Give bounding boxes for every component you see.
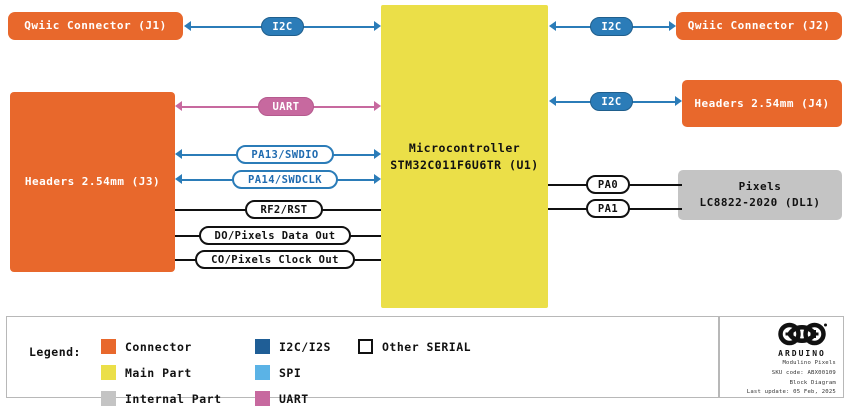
legend-item-spi: SPI (255, 365, 301, 380)
pixels-label-line1: Pixels (738, 180, 782, 194)
signal-pill-pa0: PA0 (586, 175, 630, 194)
legend-swatch-main-part (101, 365, 116, 380)
signal-pill-i2c-j4: I2C (590, 92, 633, 111)
arrow-right-swdclk (374, 174, 381, 184)
mcu-label-line2: STM32C011F6U6TR (U1) (390, 157, 539, 172)
legend-title: Legend: (29, 345, 81, 359)
legend-label: UART (279, 391, 309, 406)
block-label: Headers 2.54mm (J4) (694, 96, 830, 110)
legend-item-uart: UART (255, 391, 309, 406)
info-product: Modulino Pixels (782, 360, 836, 366)
block-label: Qwiic Connector (J1) (24, 19, 167, 33)
legend-item-main-part: Main Part (101, 365, 192, 380)
legend-item-internal-part: Internal Part (101, 391, 222, 406)
arrow-left-i2c-j2 (549, 21, 556, 31)
info-sku: SKU code: ABX00109 (771, 369, 836, 376)
arrow-left-swdio (175, 149, 182, 159)
arrow-left-i2c-j1 (184, 21, 191, 31)
legend-swatch-connector (101, 339, 116, 354)
legend-label: Internal Part (125, 391, 222, 406)
block-pixels-dl1: Pixels LC8822-2020 (DL1) (678, 170, 842, 220)
mcu-label-line1: Microcontroller (408, 141, 521, 155)
legend-swatch-uart (255, 391, 270, 406)
legend-item-other-serial: Other SERIAL (358, 339, 471, 354)
signal-label: I2C (601, 20, 622, 33)
block-label: Headers 2.54mm (J3) (24, 175, 161, 189)
legend-swatch-other-serial (358, 339, 373, 354)
info-doc-type: Block Diagram (789, 379, 836, 386)
signal-label: PA0 (597, 178, 619, 191)
signal-label: RF2/RST (260, 203, 308, 216)
block-headers-j3: Headers 2.54mm (J3) (10, 92, 175, 272)
arrow-left-swdclk (175, 174, 182, 184)
info-last-update: Last update: 05 Feb, 2025 (746, 389, 836, 396)
arrow-left-i2c-j4 (549, 96, 556, 106)
signal-pill-data-out: DO/Pixels Data Out (199, 226, 351, 245)
arrow-left-uart (175, 101, 182, 111)
signal-pill-swdio: PA13/SWDIO (236, 145, 334, 164)
signal-pill-clock-out: CO/Pixels Clock Out (195, 250, 355, 269)
arduino-infinity-icon (778, 322, 827, 346)
signal-label: I2C (601, 95, 622, 108)
arduino-logo: ARDUINO (769, 322, 835, 358)
signal-pill-reset: RF2/RST (245, 200, 323, 219)
block-headers-j4: Headers 2.54mm (J4) (682, 80, 842, 127)
legend-item-i2c-i2s: I2C/I2S (255, 339, 331, 354)
legend-label: Main Part (125, 365, 192, 380)
legend-swatch-spi (255, 365, 270, 380)
legend-panel: Legend: Connector Main Part Internal Par… (6, 316, 719, 406)
block-qwiic-connector-j2: Qwiic Connector (J2) (676, 12, 842, 40)
legend-item-connector: Connector (101, 339, 192, 354)
signal-pill-uart: UART (258, 97, 314, 116)
signal-label: PA14/SWDCLK (248, 173, 322, 186)
info-meta: Modulino Pixels SKU code: ABX00109 Block… (747, 359, 836, 398)
block-label: Qwiic Connector (J2) (687, 19, 831, 33)
signal-pill-i2c-j1: I2C (261, 17, 304, 36)
arduino-wordmark: ARDUINO (778, 349, 826, 358)
legend-label: I2C/I2S (279, 339, 331, 354)
arrow-right-uart (374, 101, 381, 111)
block-qwiic-connector-j1: Qwiic Connector (J1) (8, 12, 183, 40)
block-microcontroller-u1: Microcontroller STM32C011F6U6TR (U1) (381, 5, 548, 308)
arrow-right-i2c-j1 (374, 21, 381, 31)
signal-label: UART (272, 100, 300, 113)
signal-label: CO/Pixels Clock Out (211, 253, 339, 266)
info-panel: ARDUINO Modulino Pixels SKU code: ABX001… (719, 316, 844, 398)
legend-label: Other SERIAL (382, 339, 472, 354)
signal-pill-i2c-j2: I2C (590, 17, 633, 36)
signal-label: PA13/SWDIO (251, 148, 319, 161)
legend-label: SPI (279, 365, 302, 380)
signal-pill-pa1: PA1 (586, 199, 630, 218)
arrow-right-i2c-j2 (669, 21, 676, 31)
legend-label: Connector (125, 339, 192, 354)
pixels-label-line2: LC8822-2020 (DL1) (699, 196, 821, 209)
legend-swatch-internal-part (101, 391, 116, 406)
signal-pill-swdclk: PA14/SWDCLK (232, 170, 338, 189)
signal-label: I2C (272, 20, 293, 33)
legend-swatch-i2c-i2s (255, 339, 270, 354)
signal-label: PA1 (597, 202, 619, 215)
signal-label: DO/Pixels Data Out (214, 229, 336, 242)
arrow-right-swdio (374, 149, 381, 159)
arrow-right-i2c-j4 (675, 96, 682, 106)
